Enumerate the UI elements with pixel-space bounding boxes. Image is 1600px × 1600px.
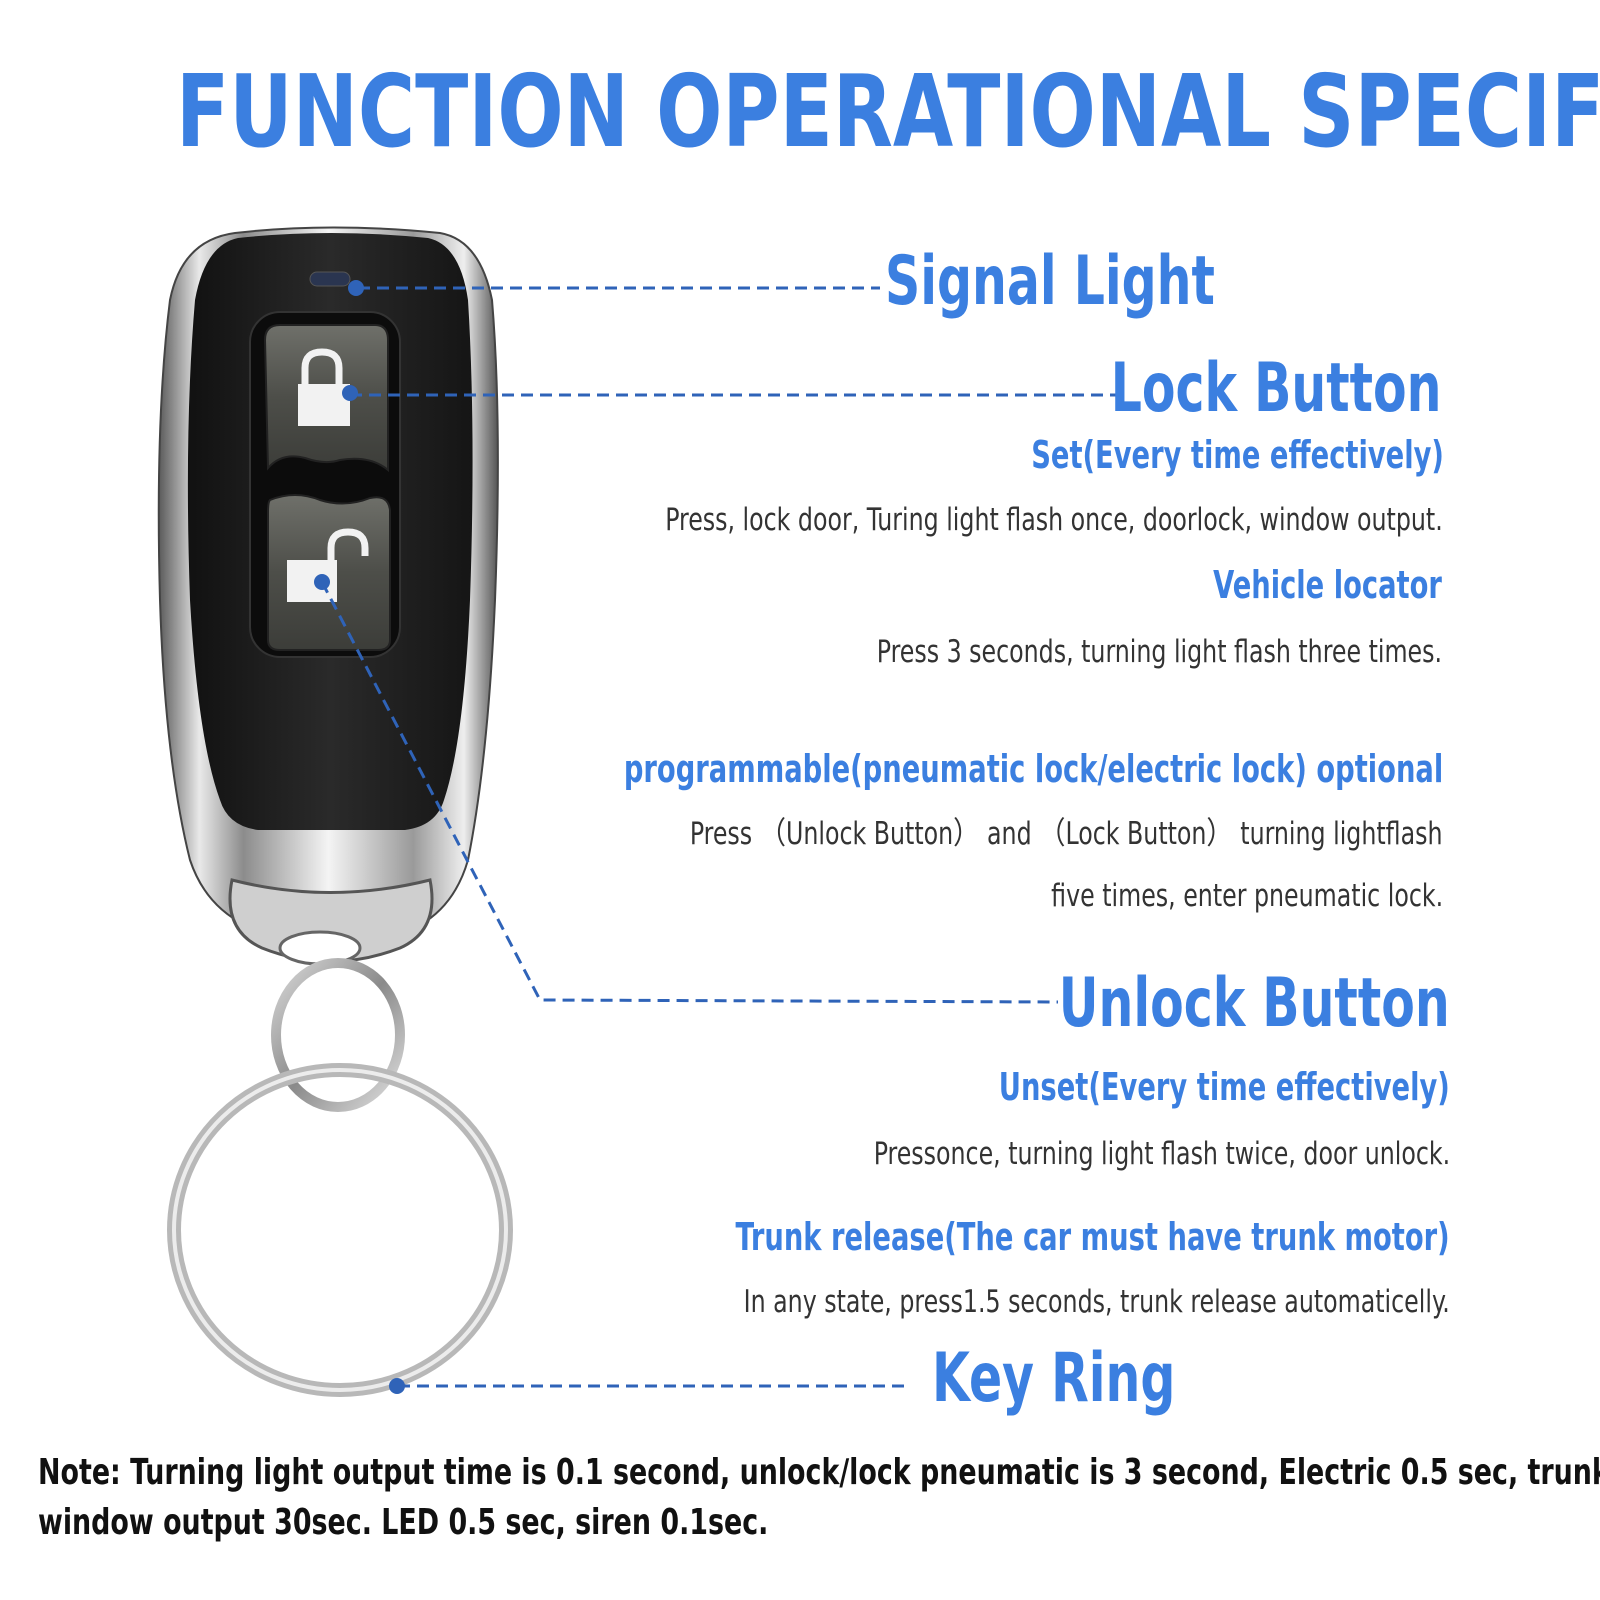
lock-set-text: Press, lock door, Turing light flash onc… [665, 502, 1443, 538]
unset-heading: Unset(Every time effectively) [998, 1065, 1450, 1109]
trunk-release-heading: Trunk release(The car must have trunk mo… [735, 1215, 1450, 1259]
page-title: FUNCTION OPERATIONAL SPECIFICATION [176, 53, 1600, 170]
lock-icon [298, 348, 350, 426]
fob-loop [228, 878, 434, 963]
leader-lines [320, 286, 1118, 1388]
leader-dots [314, 280, 405, 1394]
dot-lock-button [342, 385, 358, 401]
programmable-heading: programmable(pneumatic lock/electric loc… [623, 747, 1443, 791]
footnote-line2: window output 30sec. LED 0.5 sec, siren … [38, 1502, 769, 1543]
dot-signal-light [348, 280, 364, 296]
label-key-ring: Key Ring [932, 1339, 1176, 1418]
leader-unlock-button [320, 581, 1059, 1004]
dot-key-ring [389, 1378, 405, 1394]
label-unlock-button: Unlock Button [1059, 964, 1450, 1043]
signal-light-led [309, 271, 351, 287]
footnote-line1: Note: Turning light output time is 0.1 s… [38, 1452, 1600, 1493]
unset-text: Pressonce, turning light flash twice, do… [873, 1136, 1450, 1172]
programmable-text-line1: Press （Unlock Button） and （Lock Button） … [690, 816, 1443, 852]
vehicle-locator-text: Press 3 seconds, turning light flash thr… [876, 634, 1442, 670]
vehicle-locator-heading: Vehicle locator [1213, 563, 1442, 607]
trunk-release-text: In any state, press1.5 seconds, trunk re… [743, 1284, 1450, 1320]
footnote: Note: Turning light output time is 0.1 s… [38, 1448, 1600, 1548]
label-signal-light: Signal Light [885, 242, 1215, 321]
lock-set-heading: Set(Every time effectively) [1031, 433, 1444, 477]
label-lock-button: Lock Button [1111, 349, 1442, 428]
programmable-text-line2: five times, enter pneumatic lock. [1051, 878, 1443, 914]
dot-unlock-button [314, 574, 330, 590]
small-link-ring [271, 958, 405, 1112]
